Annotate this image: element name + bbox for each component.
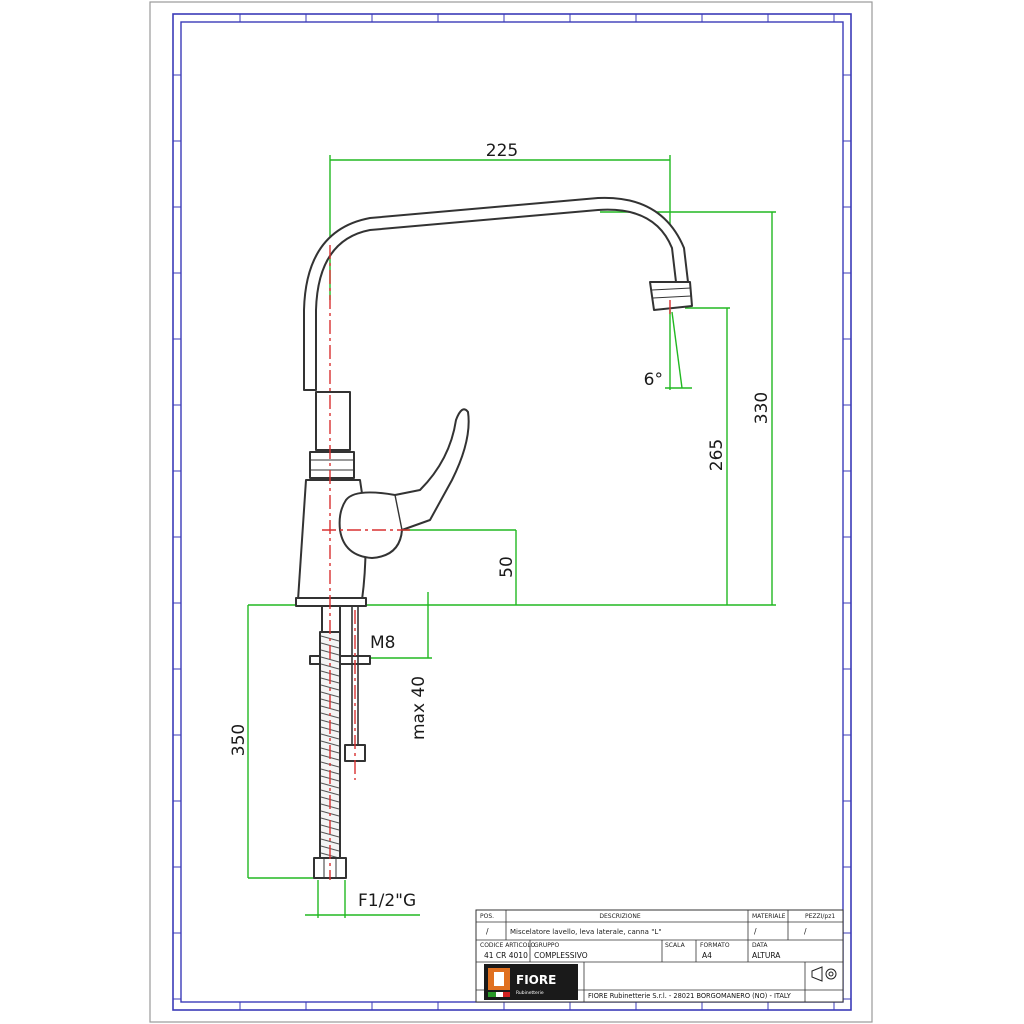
tb-group-label: GRUPPO xyxy=(534,942,559,949)
aerator xyxy=(649,281,693,311)
dim-spout-angle: 6° xyxy=(644,370,663,390)
title-block: POS. DESCRIZIONE MATERIALE PEZZI/pz1 / M… xyxy=(475,909,844,1003)
base-ring xyxy=(295,597,367,607)
shank xyxy=(321,605,341,633)
dim-hose-length: 350 xyxy=(229,724,249,756)
dimension-lines xyxy=(247,155,776,918)
tb-desc-label: DESCRIZIONE xyxy=(599,913,640,920)
dim-connection: F1/2"G xyxy=(358,891,416,911)
dim-max-thickness: max 40 xyxy=(409,676,429,740)
svg-text:Rubinetterie: Rubinetterie xyxy=(516,990,544,996)
tb-material-label: MATERIALE xyxy=(752,913,786,920)
dimension-texts: 225 330 265 50 6° M8 max 40 350 F1/2"G xyxy=(229,141,772,911)
lever xyxy=(338,408,470,559)
center-lines xyxy=(322,245,671,880)
tb-scale-label: SCALA xyxy=(665,942,686,949)
tb-format-label: FORMATO xyxy=(700,942,730,949)
projection-symbol-icon xyxy=(811,966,837,982)
tb-format-value: A4 xyxy=(702,951,712,960)
tb-height-value: ALTURA xyxy=(752,951,781,960)
dim-lever-height: 50 xyxy=(497,556,517,578)
tb-pezzi-label: PEZZI/pz1 xyxy=(805,913,835,920)
tb-description: Miscelatore lavello, leva laterale, cann… xyxy=(510,928,662,936)
tb-pos-value: / xyxy=(486,927,489,936)
nut xyxy=(309,451,355,479)
tb-code-value: 41 CR 4010 xyxy=(484,951,528,960)
tb-footer: FIORE Rubinetterie S.r.l. - 28021 BORGOM… xyxy=(588,992,792,1000)
tb-code-label: CODICE ARTICOLO xyxy=(480,942,536,949)
faucet-outline xyxy=(295,196,693,879)
tb-pos-label: POS. xyxy=(480,913,494,920)
svg-text:FIORE: FIORE xyxy=(516,973,556,987)
spout xyxy=(303,196,689,391)
dim-spout-height: 265 xyxy=(707,439,727,471)
company-logo: FIORE Rubinetterie xyxy=(484,964,578,1000)
dim-total-height: 330 xyxy=(752,392,772,424)
dim-thread: M8 xyxy=(370,633,395,653)
tb-data-label: DATA xyxy=(752,942,768,949)
tb-pezzi-value: / xyxy=(804,927,807,936)
dim-spout-reach: 225 xyxy=(486,141,518,161)
swivel-collar xyxy=(315,391,351,451)
tb-group-value: COMPLESSIVO xyxy=(534,951,588,960)
tb-material-value: / xyxy=(754,927,757,936)
